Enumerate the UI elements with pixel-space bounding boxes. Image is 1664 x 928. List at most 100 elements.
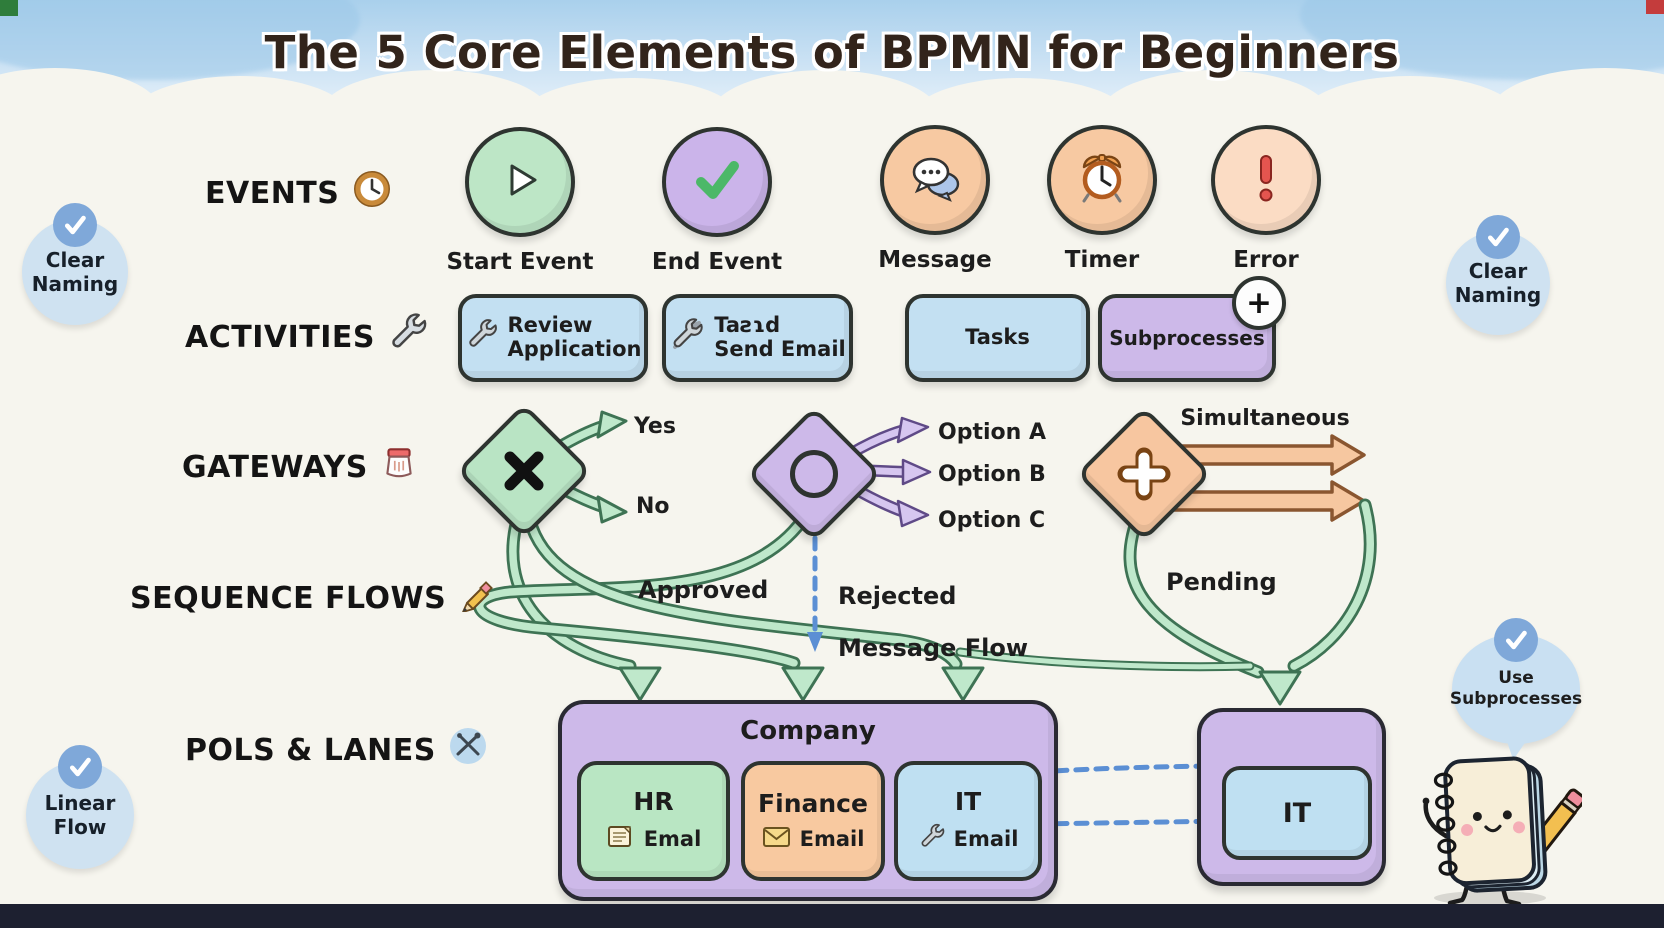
task-label-line1: Taƨɿd (714, 313, 781, 338)
start-event: Start Event (438, 127, 602, 275)
events-row-label: EVENTS (205, 168, 393, 218)
cloud-shape (130, 76, 350, 160)
lane-email-row: Email (762, 825, 865, 854)
use-subprocesses-bubble: Use Subprocesses (1449, 618, 1583, 744)
error-event: Error (1184, 125, 1348, 273)
notebook-mascot (1402, 728, 1586, 910)
bottom-bar (0, 904, 1664, 928)
sequence-flows-row-label: SEQUENCE FLOWS (130, 576, 494, 620)
cloud-shape (1300, 76, 1520, 162)
task-label: Tasks (965, 325, 1030, 350)
gateway-sign-icon (380, 444, 418, 490)
lane-email-label: Email (799, 827, 865, 851)
exclusive-gateway-x-icon (498, 445, 550, 497)
task-label-line1: Review (507, 313, 593, 338)
corner-mark-green (0, 0, 18, 16)
message-flow-label: Message Flow (838, 634, 1029, 662)
badge-label: Clear Naming (31, 248, 119, 296)
check-badge-icon (1476, 215, 1520, 259)
option-b-label: Option B (938, 462, 1046, 487)
page-title: The 5 Core Elements of BPMN for Beginner… (264, 26, 1400, 79)
yes-label: Yes (634, 414, 676, 439)
rejected-dashed-line (807, 515, 823, 652)
clear-naming-badge-left: Clear Naming (22, 203, 128, 325)
lane-email-label: Email (953, 827, 1019, 851)
bubble-label: Use Subprocesses (1449, 667, 1583, 709)
lane-email-row: Emal (606, 823, 702, 856)
task-label-line2: Send Email (714, 337, 846, 361)
inclusive-gateway-circle-icon (790, 450, 838, 498)
external-it-pool: IT (1197, 708, 1386, 886)
end-event-circle (662, 127, 772, 237)
flow-arrowhead (941, 666, 985, 702)
option-c-label: Option C (938, 508, 1046, 533)
task-label-line2: Application (507, 337, 642, 361)
event-label: Error (1233, 247, 1299, 273)
gateways-label: GATEWAYS (182, 449, 368, 485)
event-label: Timer (1064, 247, 1140, 273)
wrench-icon (465, 318, 499, 358)
approved-label: Approved (638, 576, 769, 604)
flow-arrowhead (781, 666, 825, 702)
task-subprocesses: Subprocesses + (1098, 276, 1286, 382)
corner-mark-red (1646, 0, 1664, 14)
lane-name: IT (954, 786, 982, 816)
activities-label: ACTIVITIES (185, 319, 375, 355)
events-label: EVENTS (205, 175, 340, 211)
check-badge-icon (53, 203, 97, 247)
lane-name: Finance (758, 788, 868, 818)
clock-icon (351, 168, 393, 218)
message-event-circle (880, 125, 990, 235)
pools-row-label: POLS & LANES (185, 726, 488, 774)
pools-label: POLS & LANES (185, 732, 436, 768)
timer-event-circle (1047, 125, 1157, 235)
lane-email-label: Emal (643, 827, 702, 851)
start-event-circle (465, 127, 575, 237)
event-label: End Event (651, 249, 783, 275)
simultaneous-label: Simultaneous (1180, 406, 1350, 431)
email-doc-icon (606, 823, 636, 856)
sequence-flow-bands (473, 498, 1377, 706)
company-pool: Company HR Emal Finance (558, 700, 1058, 901)
message-event: Message (853, 125, 1017, 273)
sequence-flows-label: SEQUENCE FLOWS (130, 580, 447, 616)
option-a-arrow (844, 416, 930, 460)
option-a-label: Option A (938, 420, 1046, 445)
event-label: Message (878, 247, 992, 273)
play-icon (497, 157, 543, 207)
pending-label: Pending (1166, 568, 1277, 596)
cloud-shape (1490, 68, 1664, 158)
timer-event: Timer (1020, 125, 1184, 273)
crossed-clubs-icon (448, 726, 488, 774)
gateways-row-label: GATEWAYS (182, 444, 418, 490)
lane-name: HR (633, 786, 674, 816)
rejected-label: Rejected (838, 582, 957, 610)
parallel-gateway (1076, 406, 1212, 542)
wrench-icon (387, 312, 429, 362)
error-event-circle (1211, 125, 1321, 235)
event-label: Start Event (446, 249, 594, 275)
chat-bubbles-icon (907, 153, 963, 207)
badge-label: Linear Flow (44, 791, 116, 839)
simultaneous-arrow-bottom (1160, 480, 1366, 522)
check-badge-icon (58, 745, 102, 789)
exclusive-gateway (456, 403, 592, 539)
yes-arrow (551, 410, 628, 455)
parallel-gateway-plus-icon (1117, 447, 1171, 501)
clear-naming-badge-right: Clear Naming (1446, 215, 1550, 335)
lane-it: IT Email (894, 761, 1042, 881)
alarm-clock-icon (1074, 150, 1130, 210)
lane-hr: HR Emal (577, 761, 730, 881)
no-label: No (636, 494, 670, 519)
activities-row-label: ACTIVITIES (185, 312, 429, 362)
title-banner (0, 0, 1664, 162)
linear-flow-badge: Linear Flow (26, 745, 134, 869)
crossed-tools-icon (669, 317, 705, 359)
flow-arrowhead (618, 666, 662, 702)
envelope-icon (762, 825, 792, 854)
pencil-icon (458, 576, 494, 620)
